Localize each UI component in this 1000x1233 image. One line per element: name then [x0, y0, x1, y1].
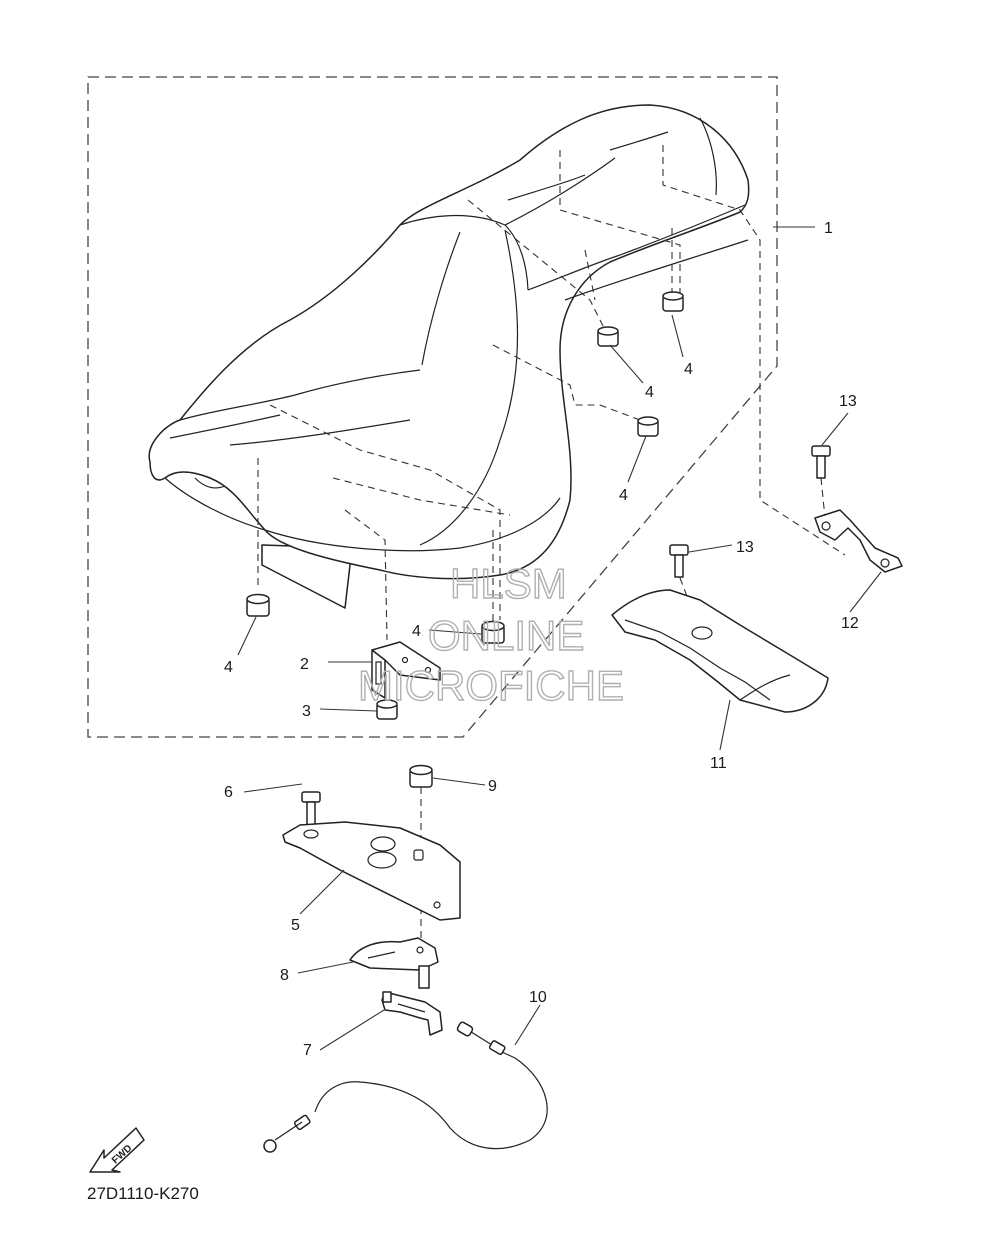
hook-8[interactable] — [349, 937, 439, 971]
drawing-code: 27D1110-K270 — [87, 1184, 199, 1203]
callout-13-a: 13 — [839, 393, 857, 410]
callout-7: 7 — [303, 1042, 312, 1059]
bolt-13-lower[interactable] — [669, 544, 689, 578]
callout-4-e: 4 — [412, 623, 421, 640]
leader-lines — [237, 226, 882, 1051]
mounting-projection-lines — [257, 145, 846, 641]
bracket-12[interactable] — [814, 509, 903, 573]
callout-9: 9 — [488, 778, 497, 795]
cable-10[interactable] — [263, 1021, 548, 1153]
seat-lock-7[interactable] — [381, 991, 443, 1036]
callout-labels: 1 4 4 4 4 4 2 3 13 13 12 11 6 9 5 8 7 10 — [224, 220, 859, 1059]
callout-6: 6 — [224, 784, 233, 801]
nut-4-e[interactable] — [481, 620, 505, 644]
callout-2: 2 — [300, 656, 309, 673]
watermark-line-2: ONLINE — [428, 612, 584, 659]
callout-5: 5 — [291, 917, 300, 934]
callout-12: 12 — [841, 615, 859, 632]
callout-10: 10 — [529, 989, 547, 1006]
callout-8: 8 — [280, 967, 289, 984]
nut-4-a[interactable] — [662, 291, 684, 312]
fwd-arrow-icon: FWD — [89, 1127, 145, 1173]
callout-4-c: 4 — [619, 487, 628, 504]
callout-4-b: 4 — [645, 384, 654, 401]
nut-4-b[interactable] — [597, 326, 619, 347]
callout-1: 1 — [824, 220, 833, 237]
lock-screw — [418, 965, 430, 989]
plate-5[interactable] — [282, 821, 461, 921]
callout-4-a: 4 — [684, 361, 693, 378]
bolt-6[interactable] — [301, 791, 321, 827]
callout-3: 3 — [302, 703, 311, 720]
seat-part[interactable] — [148, 104, 750, 609]
nut-9[interactable] — [409, 764, 433, 788]
nut-4-d[interactable] — [246, 593, 270, 617]
watermark-line-3: MICROFICHE — [358, 662, 624, 709]
callout-4-d: 4 — [224, 659, 233, 676]
nut-4-c[interactable] — [637, 416, 659, 437]
bracket-part[interactable] — [371, 641, 441, 699]
callout-13-b: 13 — [736, 539, 754, 556]
watermark: HLSM ONLINE MICROFICHE — [357, 559, 624, 709]
watermark-line-1: HLSM — [450, 560, 567, 607]
cover-11[interactable] — [611, 589, 829, 713]
callout-11: 11 — [710, 755, 727, 772]
bolt-13-upper[interactable] — [811, 445, 831, 479]
